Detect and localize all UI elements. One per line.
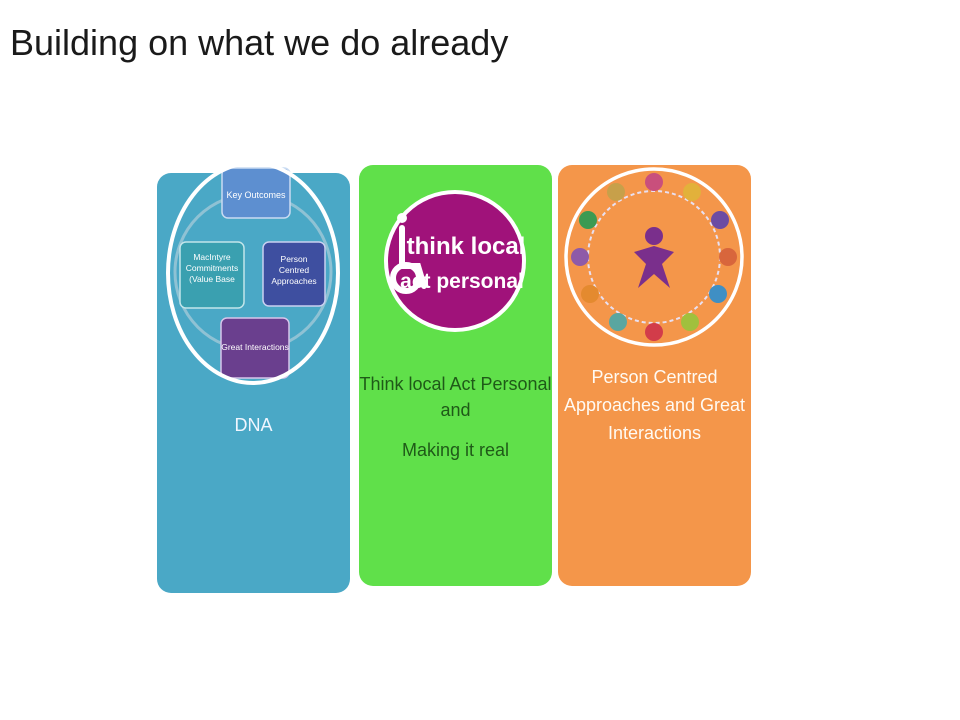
pca-label: Person Centred Approaches and Great Inte… [563,367,746,443]
tlap-label-line1: Think local Act Personal and [359,374,552,420]
dna-cycle-diagram: Key Outcomes Person Centred Approaches G… [166,161,340,385]
person-centred-circle-illustration [564,167,744,347]
dna-label: DNA [234,415,273,435]
wheelchair-icon [390,225,427,294]
diagram-key-outcomes: Key Outcomes [226,190,286,200]
tlap-label-line2: Making it real [401,440,510,460]
person-star-icon [634,227,674,288]
tlap-logo-line2: act personal [400,270,524,293]
tlap-logo: think local act personal [384,190,526,332]
diagram-great-interactions: Great Interactions [221,342,289,352]
slide-title: Building on what we do already [10,22,509,63]
tlap-logo-line1: think local [407,233,526,260]
diagram-person-centred: Person Centred Approaches [271,254,317,286]
diagram-macintyre: MacIntyre Commitments (Value Base [185,252,239,284]
people-ring-icons [571,173,737,341]
